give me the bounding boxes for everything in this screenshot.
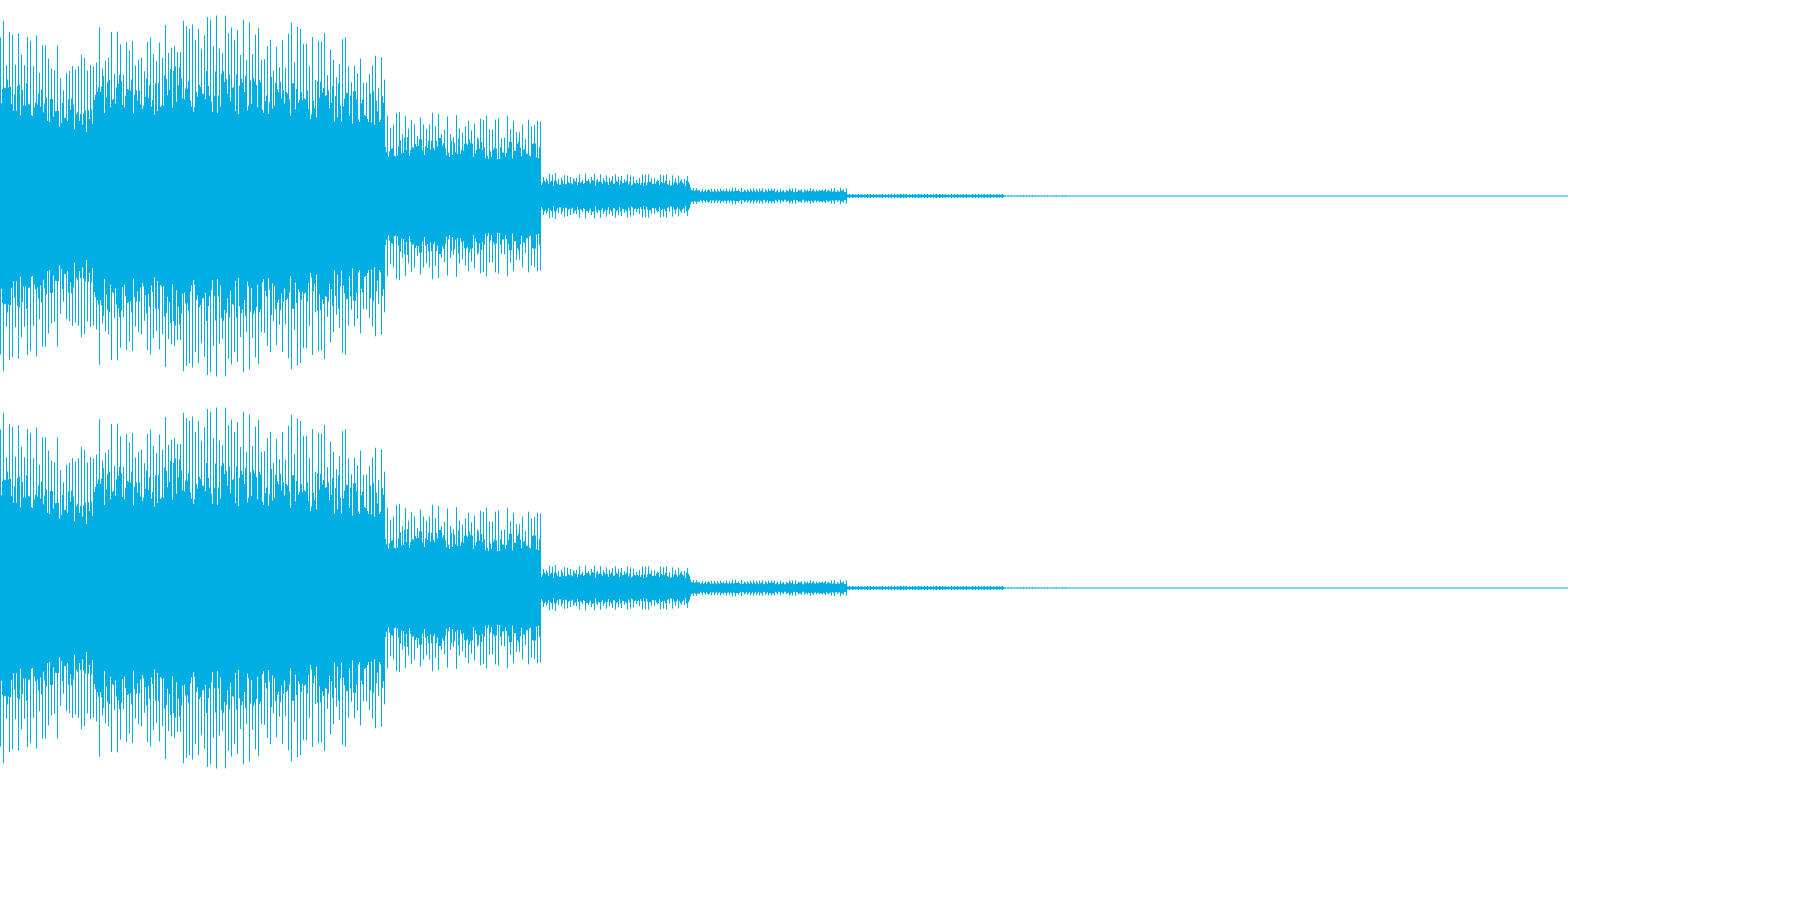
- channel-2-waveform: [0, 407, 1568, 769]
- waveform-view[interactable]: [0, 0, 1568, 784]
- channel-1-body: [0, 117, 1068, 275]
- channel-1-waveform: [0, 15, 1568, 377]
- waveform-canvas[interactable]: [0, 0, 1568, 784]
- channel-2-body: [0, 509, 1068, 667]
